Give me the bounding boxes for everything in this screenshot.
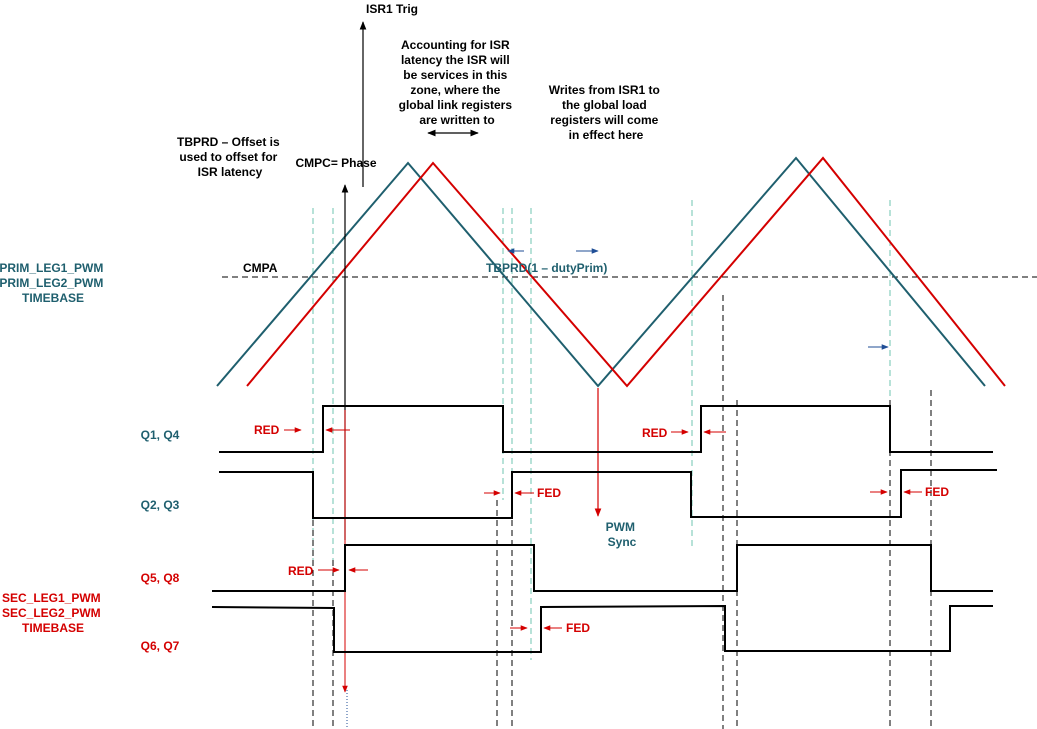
pwm-sync-label: PWM Sync	[606, 520, 639, 549]
fed-label-q6: FED	[566, 621, 590, 635]
fed-label-q2-right: FED	[925, 485, 949, 499]
q6-q7-waveform	[211, 604, 993, 653]
red-label-q5: RED	[288, 564, 314, 578]
sec-timebase-carrier	[246, 156, 1006, 388]
red-label-q1-left: RED	[254, 423, 280, 437]
q1-q4-waveform	[219, 405, 993, 453]
q2-q3-waveform	[219, 469, 997, 519]
q5-q8-waveform	[212, 544, 993, 592]
q1-q4-label: Q1, Q4	[141, 428, 180, 442]
prim-timebase-carrier	[216, 156, 986, 388]
isr1-trig-label: ISR1 Trig	[366, 2, 418, 16]
red-label-q1-right: RED	[642, 426, 668, 440]
dead-band-arrows	[284, 427, 922, 631]
q2-q3-label: Q2, Q3	[141, 498, 180, 512]
isr-latency-note: Accounting for ISR latency the ISR will …	[399, 38, 516, 127]
fed-label-q2-left: FED	[537, 486, 561, 500]
sec-timebase-label: SEC_LEG1_PWM SEC_LEG2_PWM TIMEBASE	[2, 591, 104, 635]
cmpc-phase-label: CMPC= Phase	[295, 156, 376, 170]
tbprd-offset-note: TBPRD – Offset is used to offset for ISR…	[177, 135, 283, 179]
writes-note: Writes from ISR1 to the global load regi…	[549, 83, 663, 142]
black-guide-lines	[312, 295, 932, 729]
tbprd-duty-label: TBPRD(1 – dutyPrim)	[486, 261, 607, 275]
q5-q8-label: Q5, Q8	[141, 571, 180, 585]
q6-q7-label: Q6, Q7	[141, 639, 180, 653]
prim-timebase-label: PRIM_LEG1_PWM PRIM_LEG2_PWM TIMEBASE	[0, 261, 107, 305]
cmpa-label: CMPA	[243, 261, 278, 275]
